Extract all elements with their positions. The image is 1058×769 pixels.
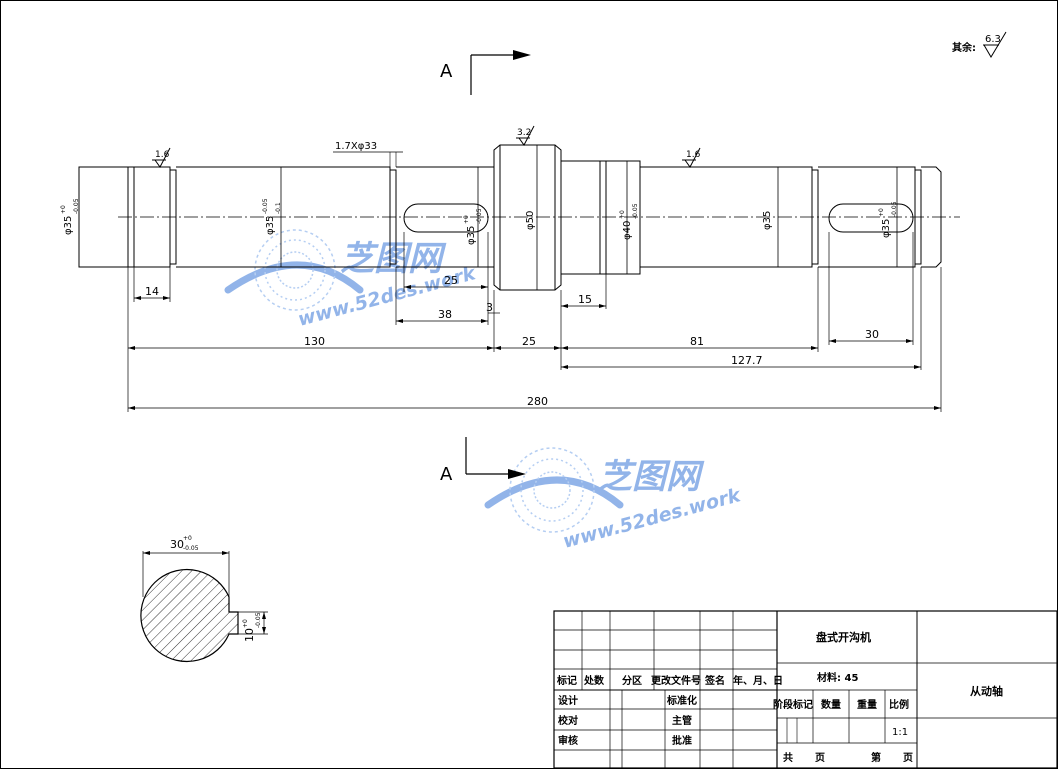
finish-mark-journal-b: 1.6	[682, 147, 701, 168]
groove-label: 1.7Xφ33	[335, 141, 377, 152]
svg-text:-0.05: -0.05	[891, 201, 898, 217]
dim-30: 30	[865, 328, 879, 341]
watermark-cn: 芝图网	[598, 457, 705, 497]
dia-left-end: φ35	[63, 216, 74, 235]
svg-text:校对: 校对	[558, 714, 578, 727]
dia-step: φ40	[622, 221, 633, 240]
other-finish-label: 其余:	[952, 41, 976, 54]
svg-text:-0.05: -0.05	[73, 198, 80, 214]
dia-key-b: φ35	[881, 219, 892, 238]
watermark-globe-icon	[484, 447, 624, 533]
diameter-dims	[280, 145, 898, 290]
svg-text:-0.05: -0.05	[476, 208, 483, 224]
section-label-top: A	[440, 61, 453, 82]
dim-15: 15	[578, 293, 592, 306]
section-view-a-a: 30 +0 -0.05 10 +0 -0.05	[140, 535, 268, 663]
finish-mark-collar: 3.2	[516, 125, 535, 146]
dim-280: 280	[527, 395, 548, 408]
dia-collar: φ50	[525, 211, 536, 230]
part-name: 从动轴	[970, 684, 1003, 698]
dim-127-7: 127.7	[731, 354, 763, 367]
svg-text:更改文件号: 更改文件号	[651, 674, 701, 687]
svg-text:+0: +0	[183, 535, 192, 542]
dimension-lines	[127, 232, 942, 412]
scale-value: 1:1	[892, 727, 908, 738]
svg-text:+0: +0	[60, 205, 67, 214]
svg-text:共: 共	[783, 751, 793, 764]
dim-25-key: 25	[444, 274, 458, 287]
svg-text:-0.1: -0.1	[275, 202, 282, 214]
svg-text:第: 第	[871, 751, 881, 764]
watermark-cn: 芝图网	[340, 239, 447, 279]
svg-text:-0.05: -0.05	[255, 612, 262, 628]
arrow-icon	[513, 50, 531, 60]
shaft-collar	[493, 144, 562, 291]
title-block-text: 盘式开沟机 材料: 45 从动轴 标记 处数 分区 更改文件号 签名 年、月、日…	[556, 630, 1003, 764]
svg-text:+0: +0	[463, 215, 470, 224]
svg-text:年、月、日: 年、月、日	[733, 674, 783, 687]
other-finish-value: 6.3	[985, 34, 1001, 45]
svg-text:阶段标记: 阶段标记	[773, 698, 813, 711]
svg-text:标记: 标记	[556, 674, 577, 687]
svg-text:重量: 重量	[857, 698, 877, 711]
section-marker-bottom: A	[440, 437, 526, 485]
svg-text:批准: 批准	[672, 734, 692, 747]
dim-14: 14	[145, 285, 159, 298]
watermark-globe-icon	[224, 229, 364, 311]
svg-text:签名: 签名	[704, 674, 725, 687]
title-block	[553, 610, 1058, 769]
keyway-a	[403, 203, 489, 233]
dim-81: 81	[690, 335, 704, 348]
shaft-step	[561, 160, 601, 275]
svg-text:-0.05: -0.05	[632, 203, 639, 219]
dia-shaft-b: φ35	[762, 211, 773, 230]
svg-text:主管: 主管	[672, 714, 692, 727]
svg-text:审核: 审核	[558, 734, 578, 747]
svg-text:1.6: 1.6	[686, 150, 701, 160]
svg-text:-0.05: -0.05	[183, 545, 199, 552]
diameter-labels: φ35 +0 -0.05 φ35 -0.05 -0.1 φ35 +0 -0.05…	[60, 198, 898, 245]
svg-text:分区: 分区	[622, 674, 642, 687]
dim-25: 25	[522, 335, 536, 348]
finish-mark-journal-a: 1.6	[152, 147, 171, 168]
section-hatched-area	[140, 568, 239, 663]
svg-text:页: 页	[815, 752, 825, 764]
section-marker-top: A	[440, 50, 531, 95]
dimension-values: 14 25 3 38 15 130 25 81 30 127.7 280	[145, 274, 879, 408]
other-surface-finish: 其余: 6.3	[952, 31, 1007, 58]
svg-text:比例: 比例	[889, 698, 909, 711]
material: 材料: 45	[817, 671, 858, 684]
svg-text:设计: 设计	[558, 694, 578, 707]
dimension-arrows	[128, 285, 941, 410]
svg-text:处数: 处数	[583, 674, 605, 687]
svg-text:3.2: 3.2	[517, 128, 531, 138]
section-depth: 10	[243, 628, 256, 642]
svg-text:页: 页	[903, 752, 913, 764]
keyway-b	[828, 203, 914, 233]
groove-callout: 1.7Xφ33	[333, 141, 403, 167]
section-width: 30	[170, 538, 184, 551]
dia-main: φ35	[265, 216, 276, 235]
dim-38: 38	[438, 308, 452, 321]
arrow-icon	[508, 469, 526, 479]
roughness-symbol-icon	[983, 31, 1007, 58]
svg-text:1.6: 1.6	[155, 150, 170, 160]
dim-3: 3	[486, 301, 493, 314]
svg-text:+0: +0	[878, 208, 885, 217]
svg-text:数量: 数量	[821, 698, 841, 711]
project-name: 盘式开沟机	[816, 630, 871, 644]
svg-text:+0: +0	[619, 210, 626, 219]
dim-130: 130	[304, 335, 325, 348]
dia-key-a: φ35	[466, 226, 477, 245]
section-label-bottom: A	[440, 464, 453, 485]
svg-text:-0.05: -0.05	[262, 198, 269, 214]
svg-text:+0: +0	[242, 619, 249, 628]
svg-text:标准化: 标准化	[666, 694, 697, 707]
